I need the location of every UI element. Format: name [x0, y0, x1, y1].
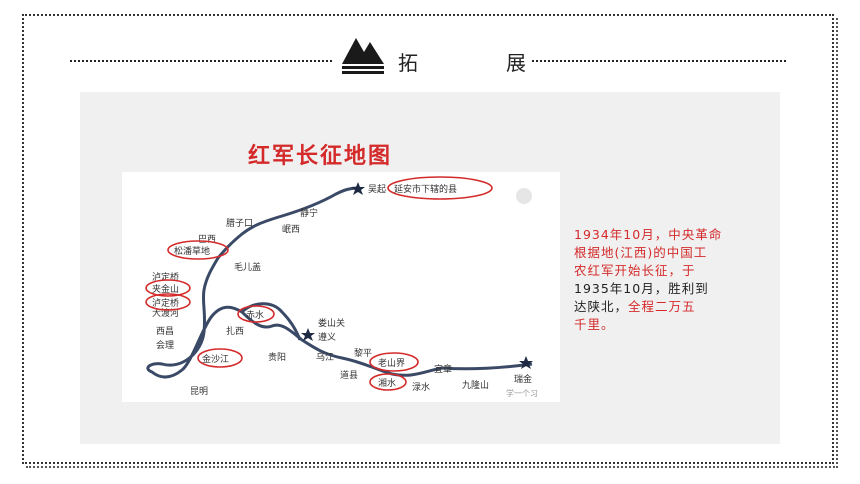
- description-text: 1934年10月，中央革命 根据地(江西)的中国工 农红军开始长征，于 1935…: [574, 226, 762, 334]
- long-march-map: 吴起 静宁 腊子口 岷西 巴西 毛儿盖 泸定桥 大渡河 西昌 会理 昆明 扎西 …: [122, 172, 560, 402]
- map-title: 红军长征地图: [248, 143, 393, 169]
- label-place: 毛儿盖: [234, 261, 261, 273]
- desc-line: 千里。: [574, 317, 615, 332]
- label-place: 巴西: [198, 234, 216, 245]
- highlight-ring: [369, 352, 419, 372]
- label-place: 道县: [340, 369, 358, 381]
- label-circled: 湘水: [378, 377, 396, 389]
- label-circled: 延安市下辖的县: [394, 183, 457, 195]
- label-circled: 松潘草地: [174, 245, 210, 257]
- frame-shadow-bottom: [26, 466, 838, 468]
- label-place: 会理: [156, 339, 174, 351]
- desc-line: 根据地(江西)的中国工: [574, 245, 708, 260]
- label-place: 腊子口: [226, 218, 253, 229]
- label-place: 贵阳: [268, 351, 286, 363]
- star-marker-ruijin: [519, 356, 533, 369]
- highlight-ring: [145, 293, 191, 311]
- highlight-ring: [387, 176, 493, 200]
- label-place: 吴起: [368, 184, 386, 195]
- label-place: 渌水: [412, 381, 430, 393]
- label-circled: 老山界: [378, 357, 405, 369]
- label-place: 娄山关: [318, 317, 345, 329]
- desc-span-red: 全程二万五: [628, 299, 696, 314]
- highlight-ring: [237, 305, 275, 323]
- star-marker-yan-an: [351, 182, 365, 195]
- march-route: [146, 186, 533, 379]
- label-place: 遵义: [318, 331, 336, 343]
- highlight-ring: [145, 279, 191, 297]
- header-rule-right: [532, 60, 786, 62]
- header-title-left: 拓: [398, 51, 418, 75]
- highlight-ring: [369, 373, 407, 391]
- label-place: 瑞金: [514, 373, 532, 385]
- frame-shadow-right: [836, 18, 841, 468]
- label-place: 扎西: [226, 325, 244, 337]
- label-place: 岷西: [282, 224, 300, 235]
- desc-line: 1934年10月，中央革命: [574, 227, 723, 242]
- header-rule-left: [70, 60, 332, 62]
- desc-line: 1935年10月，胜利到: [574, 281, 709, 296]
- label-circled: 赤水: [246, 309, 264, 321]
- label-place: 静宁: [300, 207, 318, 219]
- mountain-icon: [342, 38, 384, 74]
- desc-span: 达陕北，: [574, 299, 629, 314]
- map-svg: 吴起 静宁 腊子口 岷西 巴西 毛儿盖 泸定桥 大渡河 西昌 会理 昆明 扎西 …: [145, 176, 538, 398]
- label-place: 昆明: [190, 386, 208, 397]
- watermark-icon: [516, 188, 532, 204]
- label-circled: 夹金山: [152, 283, 179, 295]
- label-place: 黎平: [354, 347, 372, 359]
- label-circled: 金沙江: [202, 353, 229, 365]
- label-place: 宜章: [434, 363, 452, 375]
- highlight-ring: [197, 348, 243, 368]
- label-place: 九隆山: [462, 379, 489, 391]
- desc-line: 农红军开始长征，于: [574, 263, 696, 278]
- label-place: 乌江: [316, 351, 334, 363]
- label-circled: 泸定桥: [152, 297, 179, 309]
- desc-line: 达陕北，全程二万五: [574, 298, 762, 316]
- header-title-right: 展: [506, 51, 526, 75]
- highlight-ring: [167, 240, 229, 260]
- label-place: 西昌: [156, 326, 174, 337]
- slide-frame: [22, 14, 834, 464]
- star-marker-zunyi: [301, 328, 315, 341]
- watermark-text: 学一个习: [506, 388, 538, 398]
